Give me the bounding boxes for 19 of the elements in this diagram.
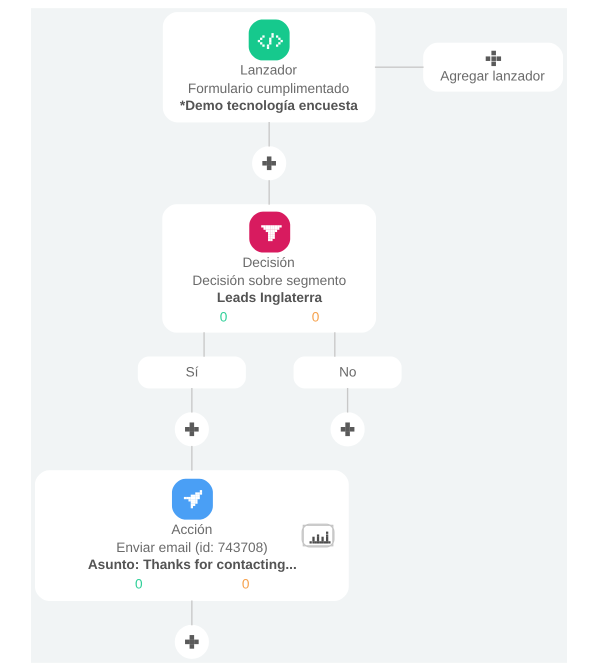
connector [374,66,424,68]
node-box: Decisión Decisión sobre segmento Leads Inglaterra 0 0 [162,204,376,333]
connector [191,446,193,471]
connector [203,332,205,357]
node-circle [174,412,209,446]
node-circle [330,412,365,446]
connector [346,388,348,413]
node-box: Acción Enviar email (id: 743708) Asunto: Thanks for contacting... 0 0 [34,470,349,601]
node-box: No [294,356,402,388]
connector [268,122,270,147]
connector [191,600,193,626]
connector [191,388,193,413]
node-box: Lanzador Formulario cumplimentado *Demo tecnología encuesta [162,12,376,122]
connector [268,180,270,205]
node-circle [252,146,286,180]
node-circle [174,624,209,659]
connector [334,332,336,357]
node-box: Sí [138,356,246,388]
node-box: Agregar lanzador [423,42,564,92]
